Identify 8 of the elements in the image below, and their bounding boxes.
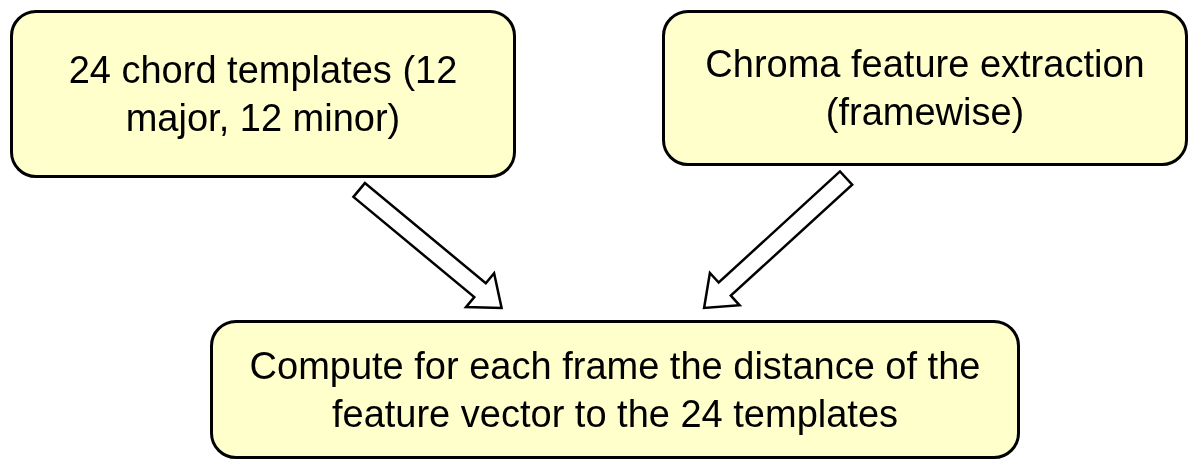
process-box [10, 10, 516, 178]
process-box [210, 320, 1020, 459]
box-text: 24 chord templates (12 major, 12 minor) [67, 48, 459, 141]
box-text: Compute for each frame the distance of the feature vector to the 24 templates [248, 343, 982, 437]
box-text: Chroma feature extraction (framewise) [704, 42, 1146, 135]
block-arrow [702, 169, 854, 310]
process-box [662, 10, 1188, 166]
block-arrow [351, 181, 504, 310]
